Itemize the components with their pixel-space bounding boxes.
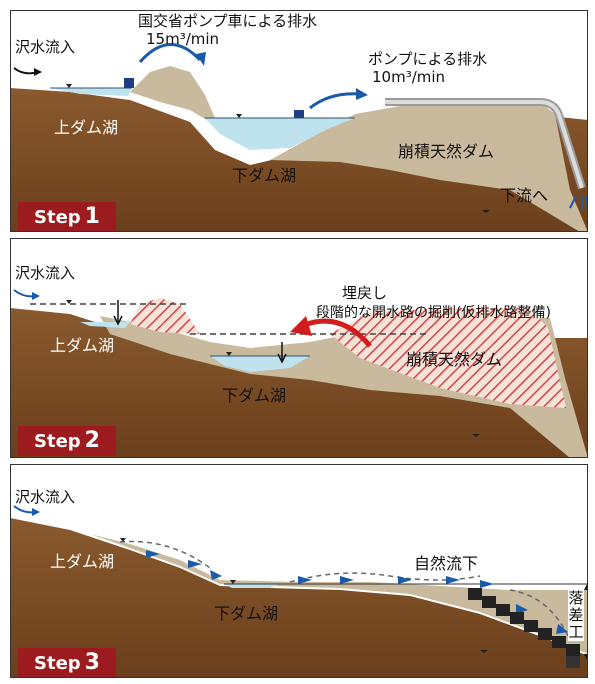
lower-lake-water <box>224 584 280 588</box>
pump-truck <box>124 78 134 88</box>
lower-lake-label: 下ダム湖 <box>214 604 279 623</box>
step2-panel: 沢水流入 埋戻し 段階的な開水路の掘削(仮排水路整備) 上ダム湖 下ダム湖 崩積… <box>10 238 588 458</box>
lower-lake-label: 下ダム湖 <box>232 166 297 185</box>
pump-truck-label: 国交省ポンプ車による排水 <box>138 12 318 30</box>
landslide-dam-label: 崩積天然ダム <box>398 142 495 161</box>
downstream-label: 下流へ <box>500 186 549 205</box>
inflow-label: 沢水流入 <box>15 488 76 506</box>
inflow-label: 沢水流入 <box>15 264 76 282</box>
excavation-label: 段階的な開水路の掘削(仮排水路整備) <box>316 305 551 321</box>
natural-flow-label: 自然流下 <box>414 554 479 573</box>
pump-arrow <box>309 92 361 110</box>
pump-truck-rate: 15m³/min <box>146 30 220 48</box>
pump <box>294 110 304 118</box>
pump-label: ポンプによる排水 <box>368 50 488 68</box>
upper-lake-label: 上ダム湖 <box>50 552 115 571</box>
lower-lake-label: 下ダム湖 <box>222 386 287 405</box>
drop-structure-label: 落差工 <box>568 589 584 641</box>
inflow-label: 沢水流入 <box>15 38 76 56</box>
backfill-label: 埋戻し <box>342 284 388 302</box>
pump-rate: 10m³/min <box>372 68 446 86</box>
upper-lake-label: 上ダム湖 <box>54 118 119 137</box>
step1-panel: 沢水流入 国交省ポンプ車による排水 15m³/min ポンプによる排水 10m³… <box>10 10 588 232</box>
upper-lake-label: 上ダム湖 <box>50 336 115 355</box>
landslide-dam-label: 崩積天然ダム <box>406 350 503 369</box>
